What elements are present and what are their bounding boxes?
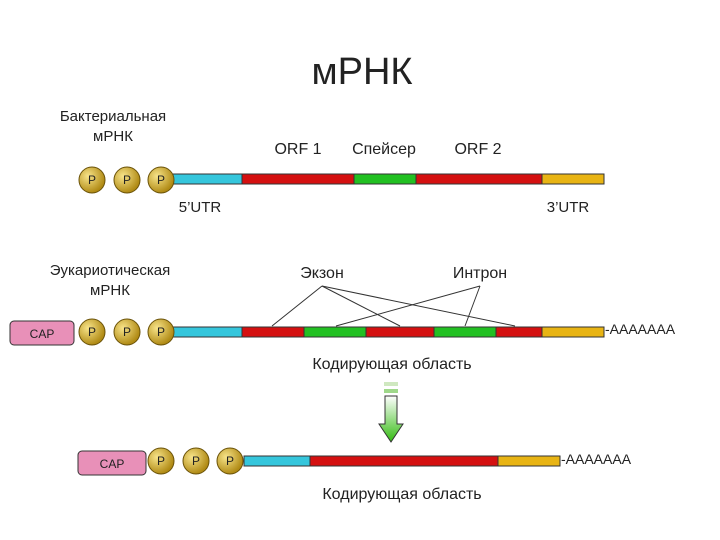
bacterial-phosphate-label-3: P (157, 173, 165, 187)
bacterial-phosphate-label-2: P (123, 173, 131, 187)
eukaryotic-label-line1: Эукариотическая (50, 262, 171, 279)
utr3-label: 3’UTR (547, 199, 590, 216)
eukaryotic-exon-3 (495, 326, 543, 338)
eukaryotic-phosphate-3 (147, 318, 175, 346)
eukaryotic-phosphate-label-1: P (88, 325, 96, 339)
eukaryotic-label-line2: мРНК (90, 282, 130, 299)
eukaryotic-phosphate-2 (113, 318, 141, 346)
exon-pointer-lines (271, 285, 516, 327)
eukaryotic-polya-tail: -AAAAAAA (605, 321, 676, 337)
mature-mrna: CAP P P P -AAAAAAA Кодирующая область (77, 447, 632, 503)
eukaryotic-intron-2 (433, 326, 497, 338)
orf2-label: ORF 2 (454, 141, 501, 158)
mature-coding-segment (309, 455, 499, 467)
mature-coding-region-label: Кодирующая область (322, 486, 481, 503)
mature-phosphate-label-1: P (157, 454, 165, 468)
mature-phosphate-label-3: P (226, 454, 234, 468)
bacterial-phosphate-label-1: P (88, 173, 96, 187)
bacterial-utr3-segment (541, 173, 605, 185)
mature-cap-label: CAP (100, 457, 125, 471)
mature-phosphate-1 (147, 447, 175, 475)
orf1-label: ORF 1 (274, 141, 321, 158)
mature-phosphate-2 (182, 447, 210, 475)
bacterial-label-line1: Бактериальная (60, 108, 166, 125)
bacterial-mrna: Бактериальная мРНК ORF 1 Спейсер ORF 2 P… (60, 108, 605, 216)
eukaryotic-cap (9, 320, 75, 346)
eukaryotic-exon-2 (365, 326, 435, 338)
eukaryotic-intron-1 (303, 326, 367, 338)
mature-utr3-segment (497, 455, 561, 467)
bacterial-phosphate-2 (113, 166, 141, 194)
eukaryotic-exon-1 (241, 326, 305, 338)
mature-phosphate-3 (216, 447, 244, 475)
eukaryotic-cap-label: CAP (30, 327, 55, 341)
eukaryotic-phosphate-label-2: P (123, 325, 131, 339)
mature-cap (77, 450, 147, 476)
bacterial-orf1-segment (241, 173, 355, 185)
eukaryotic-phosphate-label-3: P (157, 325, 165, 339)
mature-phosphate-label-2: P (192, 454, 200, 468)
bacterial-phosphate-3 (147, 166, 175, 194)
bacterial-label-line2: мРНК (93, 128, 133, 145)
intron-pointer-lines (335, 285, 481, 327)
bacterial-phosphate-1 (78, 166, 106, 194)
utr5-label: 5’UTR (179, 199, 222, 216)
exon-label: Экзон (300, 265, 344, 282)
bacterial-spacer-segment (353, 173, 417, 185)
mature-polya-tail: -AAAAAAA (561, 451, 632, 467)
spacer-label: Спейсер (352, 141, 416, 158)
bacterial-orf2-segment (415, 173, 543, 185)
eukaryotic-phosphate-1 (78, 318, 106, 346)
eukaryotic-coding-region-label: Кодирующая область (312, 356, 471, 373)
page-title: мРНК (311, 51, 412, 93)
processing-arrow (378, 382, 404, 443)
eukaryotic-mrna: Эукариотическая мРНК Экзон Интрон CAP P … (9, 262, 676, 373)
intron-label: Интрон (453, 265, 507, 282)
mature-utr5-segment (243, 455, 311, 467)
eukaryotic-utr3-segment (541, 326, 605, 338)
